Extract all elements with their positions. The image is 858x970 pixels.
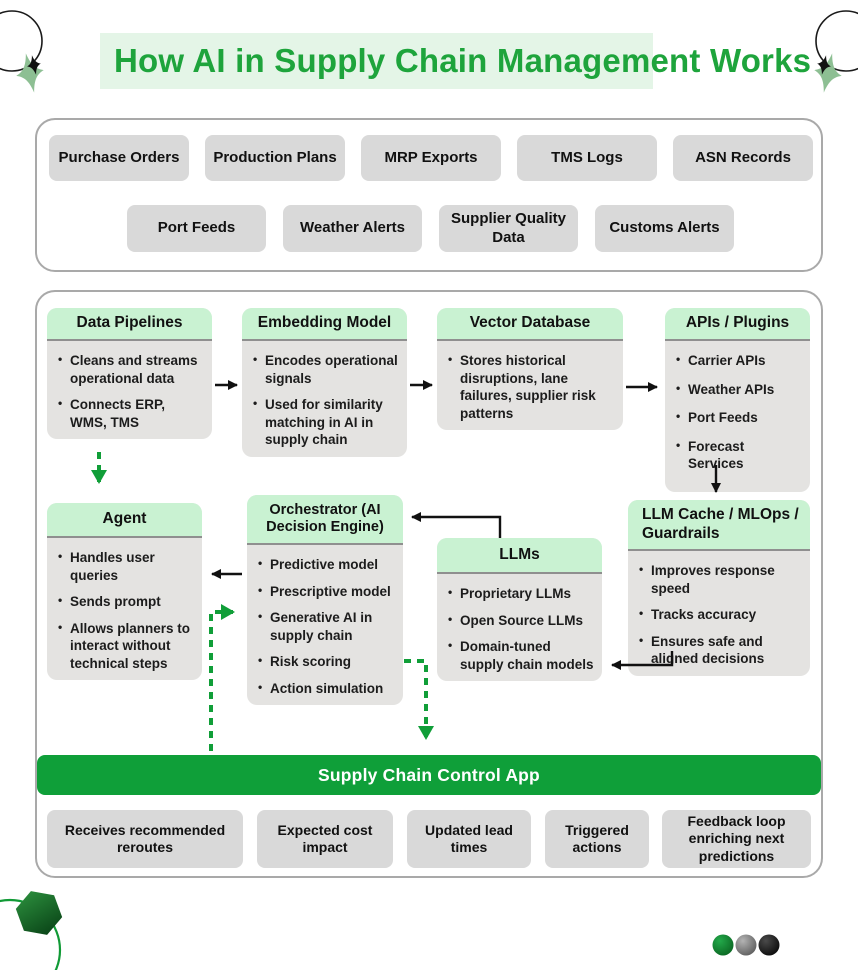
card-bullet: Handles user queries <box>57 549 194 584</box>
card-title: APIs / Plugins <box>665 308 810 341</box>
footer-line <box>0 898 858 970</box>
output-box: Updated lead times <box>407 810 531 868</box>
progress-dots-icon <box>712 934 780 956</box>
card-title: Agent <box>47 503 202 538</box>
card-data-pipelines: Data Pipelines Cleans and streams operat… <box>47 308 212 440</box>
card-title: Orchestrator (AI Decision Engine) <box>247 495 403 545</box>
card-bullet: Allows planners to interact without tech… <box>57 620 194 673</box>
hexagon-icon <box>15 891 63 935</box>
card-bullet: Carrier APIs <box>675 352 802 370</box>
output-box: Triggered actions <box>545 810 649 868</box>
sparkle-icon-left <box>0 10 44 93</box>
page-title: How AI in Supply Chain Management Works <box>100 33 826 89</box>
card-llms: LLMs Proprietary LLMs Open Source LLMs D… <box>437 538 602 682</box>
card-bullet: Proprietary LLMs <box>447 585 594 603</box>
source-pill: ASN Records <box>673 135 813 181</box>
output-box: Feedback loop enriching next predictions <box>662 810 811 868</box>
card-title: LLM Cache / MLOps / Guardrails <box>628 500 810 552</box>
card-bullet: Improves response speed <box>638 562 802 597</box>
card-title: Data Pipelines <box>47 308 212 341</box>
card-bullet: Open Source LLMs <box>447 612 594 630</box>
card-embedding-model: Embedding Model Encodes operational sign… <box>242 308 407 457</box>
card-title: Vector Database <box>437 308 623 341</box>
card-bullet: Connects ERP, WMS, TMS <box>57 396 204 431</box>
card-bullet: Domain-tuned supply chain models <box>447 638 594 673</box>
card-bullet: Port Feeds <box>675 409 802 427</box>
card-bullet: Generative AI in supply chain <box>257 609 395 644</box>
card-llm-cache-mlops-guardrails: LLM Cache / MLOps / Guardrails Improves … <box>628 500 810 676</box>
source-pill: MRP Exports <box>361 135 501 181</box>
card-bullet: Cleans and streams operational data <box>57 352 204 387</box>
card-bullet: Weather APIs <box>675 381 802 399</box>
card-bullet: Prescriptive model <box>257 583 395 601</box>
card-bullet: Stores historical disruptions, lane fail… <box>447 352 615 422</box>
source-pill: Production Plans <box>205 135 345 181</box>
source-pill: Weather Alerts <box>283 205 422 252</box>
card-vector-database: Vector Database Stores historical disrup… <box>437 308 623 431</box>
supply-chain-control-app-banner: Supply Chain Control App <box>37 755 821 795</box>
card-apis-plugins: APIs / Plugins Carrier APIs Weather APIs… <box>665 308 810 492</box>
card-bullet: Tracks accuracy <box>638 606 802 624</box>
card-orchestrator: Orchestrator (AI Decision Engine) Predic… <box>247 495 403 706</box>
source-pill: Supplier Quality Data <box>439 205 578 252</box>
card-bullet: Sends prompt <box>57 593 194 611</box>
card-agent: Agent Handles user queries Sends prompt … <box>47 503 202 681</box>
output-box: Receives recommended reroutes <box>47 810 243 868</box>
source-pill: Port Feeds <box>127 205 266 252</box>
card-bullet: Risk scoring <box>257 653 395 671</box>
card-bullet: Forecast Services <box>675 438 802 473</box>
data-sources-panel: Purchase Orders Production Plans MRP Exp… <box>35 118 823 272</box>
card-bullet: Used for similarity matching in AI in su… <box>252 396 399 449</box>
card-bullet: Encodes operational signals <box>252 352 399 387</box>
card-title: LLMs <box>437 538 602 574</box>
output-box: Expected cost impact <box>257 810 393 868</box>
source-pill: TMS Logs <box>517 135 657 181</box>
card-bullet: Predictive model <box>257 556 395 574</box>
source-pill: Customs Alerts <box>595 205 734 252</box>
card-title: Embedding Model <box>242 308 407 341</box>
source-pill: Purchase Orders <box>49 135 189 181</box>
card-bullet: Action simulation <box>257 680 395 698</box>
card-bullet: Ensures safe and aligned decisions <box>638 633 802 668</box>
